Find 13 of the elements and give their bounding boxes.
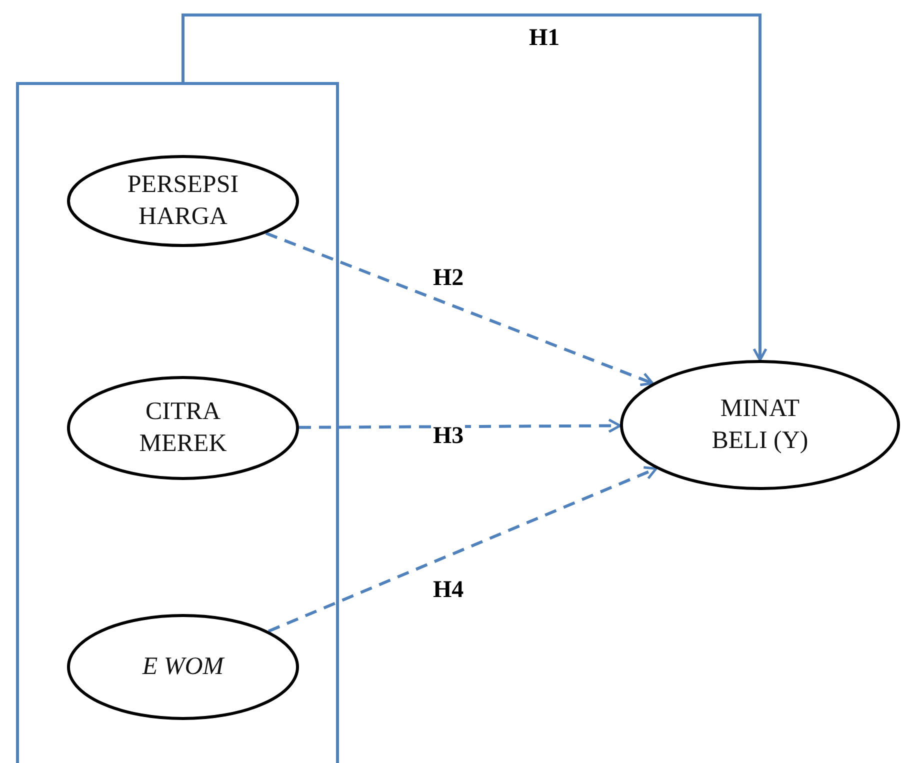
- arrow: [265, 232, 654, 386]
- group-frame: [16, 82, 339, 763]
- node-label: CITRA MEREK: [138, 396, 228, 459]
- arrow: [299, 418, 622, 433]
- node-label: MINAT BELI (Y): [710, 394, 810, 456]
- construct-ellipse: [620, 360, 900, 490]
- construct-ellipse: [67, 376, 299, 480]
- construct-ellipse: [67, 155, 299, 247]
- node-label: PERSEPSI HARGA: [126, 170, 240, 232]
- node-label: E WOM: [142, 652, 224, 682]
- construct-ellipse: [67, 614, 299, 720]
- arrow: [268, 466, 658, 633]
- arrow: [182, 14, 768, 362]
